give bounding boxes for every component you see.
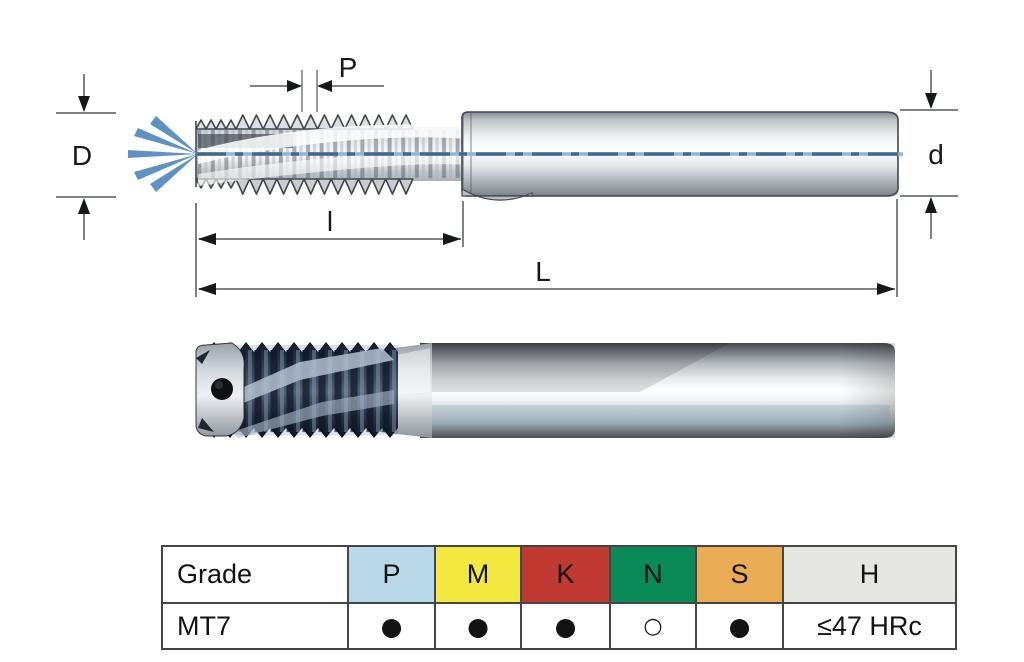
dimension-P [250,70,384,112]
dimension-thread-length [195,201,464,297]
grade-header-cell-6: H [784,547,955,604]
label-pitch: P [339,52,358,83]
technical-drawing: D P l L d [56,52,958,438]
grade-row-name: MT7 [163,604,349,648]
cutting-point-fan [128,116,198,192]
label-overall-length: L [535,256,551,287]
thread-mill-photo [195,342,895,438]
grade-header-cell-4: N [611,547,697,604]
grade-table: Grade P M K N S H MT7 ● ● ● ○ ● ≤47 HRc [161,545,957,650]
dimension-shank-diameter [900,70,958,239]
dimension-D [56,74,116,240]
grade-header-cell-5: S [697,547,784,604]
grade-mark-N: ○ [611,604,697,648]
dimension-overall-length [198,199,898,297]
grade-mark-P: ● [349,604,436,648]
grade-mark-S: ● [697,604,784,648]
grade-hardness-value: ≤47 HRc [817,610,922,641]
coolant-hole [211,378,233,400]
grade-mark-K: ● [522,604,611,648]
grade-header-cell-2: M [436,547,522,604]
label-outer-diameter: D [72,140,92,171]
label-shank-diameter: d [928,139,944,170]
grade-header-cell-3: K [522,547,611,604]
shank-drawing [461,111,899,201]
grade-mark-M: ● [436,604,522,648]
grade-header-cell-0: Grade [163,547,349,604]
grade-header-cell-1: P [349,547,436,604]
label-thread-length: l [327,206,333,237]
